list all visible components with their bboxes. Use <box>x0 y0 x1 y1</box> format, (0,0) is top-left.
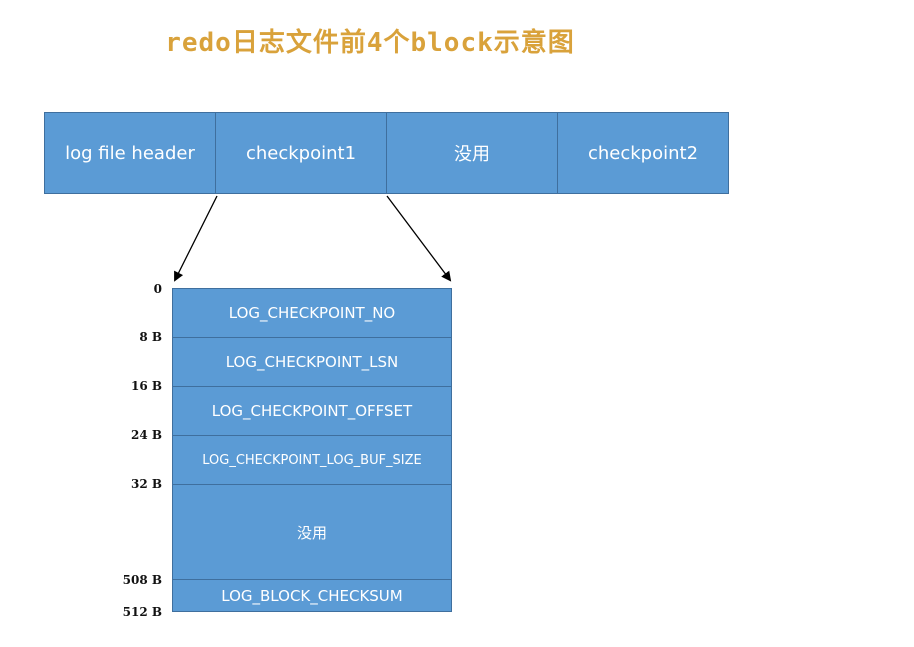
offset-label: 512 B <box>122 605 162 619</box>
block-unused: 没用 <box>386 113 557 193</box>
block-checkpoint1: checkpoint1 <box>215 113 386 193</box>
diagram-title: redo日志文件前4个block示意图 <box>165 28 575 58</box>
offset-label: 508 B <box>122 573 162 587</box>
field-log-checkpoint-log-buf-size: LOG_CHECKPOINT_LOG_BUF_SIZE <box>173 435 451 484</box>
field-log-checkpoint-no: LOG_CHECKPOINT_NO <box>228 304 396 322</box>
arrow-right <box>386 195 452 282</box>
block-checkpoint2: checkpoint2 <box>557 113 728 193</box>
field-log-checkpoint-lsn: LOG_CHECKPOINT_LSN <box>173 337 451 386</box>
checkpoint-block-detail: LOG_CHECKPOINT_NO LOG_CHECKPOINT_LSN LOG… <box>172 288 452 612</box>
offset-label: 8 B <box>139 330 162 344</box>
field-unused: 没用 <box>173 484 451 579</box>
offset-label: 0 <box>153 282 162 296</box>
redo-log-block-row: log file header checkpoint1 没用 checkpoin… <box>44 112 729 194</box>
field-log-block-checksum: LOG_BLOCK_CHECKSUM <box>173 579 451 612</box>
arrow-left <box>174 195 218 282</box>
block-log-file-header: log file header <box>45 113 215 193</box>
offset-label: 32 B <box>130 477 162 491</box>
offset-label: 16 B <box>130 379 162 393</box>
offset-label: 24 B <box>130 428 162 442</box>
field-log-checkpoint-offset: LOG_CHECKPOINT_OFFSET <box>173 386 451 435</box>
